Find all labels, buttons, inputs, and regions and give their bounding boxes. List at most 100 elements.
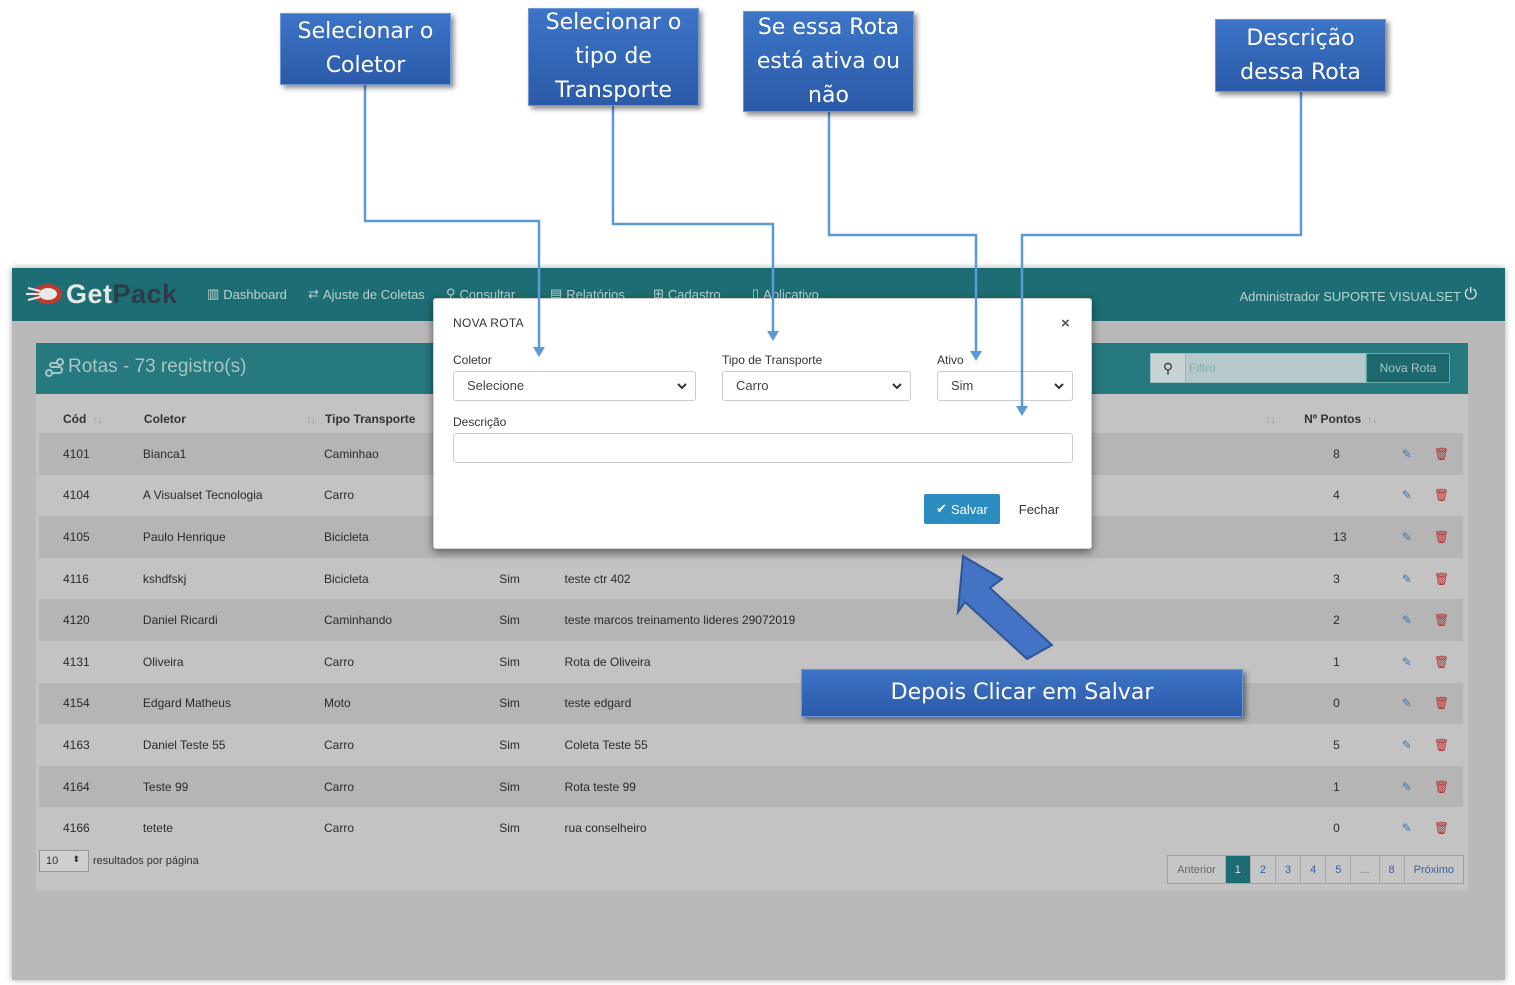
rocket-icon — [26, 284, 62, 304]
nav-cadastro-label: Cadastro — [667, 286, 721, 302]
row-actions: ✎🗑 — [1395, 682, 1463, 725]
save-button-label: Salvar — [951, 501, 988, 517]
trash-icon[interactable]: 🗑 — [1433, 779, 1450, 794]
modal-title: NOVA ROTA — [453, 316, 524, 330]
callout-descricao: Descrição dessa Rota — [1215, 19, 1386, 92]
nav-aplicativo[interactable]: ▯Aplicativo — [752, 286, 819, 302]
edit-icon[interactable]: ✎ — [1401, 571, 1412, 586]
cell-coletor: tetete — [142, 807, 324, 849]
save-button[interactable]: ✔Salvar — [924, 494, 1000, 524]
row-actions: ✎🗑 — [1395, 807, 1463, 849]
cell-ativo: Sim — [499, 807, 565, 849]
row-actions: ✎🗑 — [1395, 557, 1463, 600]
edit-icon[interactable]: ✎ — [1401, 488, 1412, 503]
pagination-prev[interactable]: Anterior — [1168, 856, 1226, 883]
pagination-page[interactable]: 5 — [1326, 856, 1352, 883]
pagination-page[interactable]: 4 — [1301, 856, 1327, 883]
trash-icon[interactable]: 🗑 — [1433, 571, 1450, 586]
row-actions: ✎🗑 — [1395, 724, 1463, 766]
trash-icon[interactable]: 🗑 — [1433, 446, 1450, 461]
cell-descricao: teste marcos treinamento lideres 2907201… — [564, 599, 1304, 641]
col-coletor[interactable]: Coletor↑↓ — [143, 405, 324, 433]
cell-cod: 4116 — [39, 557, 143, 600]
filter-search-button[interactable]: ⚲ — [1151, 354, 1186, 382]
cell-cod: 4101 — [39, 433, 143, 475]
cell-pontos: 3 — [1303, 557, 1396, 600]
report-icon: ▤ — [550, 286, 563, 301]
trash-icon[interactable]: 🗑 — [1433, 737, 1450, 752]
cell-pontos: 4 — [1303, 474, 1396, 517]
sort-icon: ↑↓ — [1367, 415, 1378, 426]
pagination-page[interactable]: 3 — [1275, 856, 1302, 883]
edit-icon[interactable]: ✎ — [1401, 446, 1412, 461]
filter-box: ⚲ Filtro — [1150, 353, 1366, 383]
updown-icon: ⬍ — [72, 854, 80, 864]
edit-icon[interactable]: ✎ — [1401, 529, 1412, 544]
power-icon[interactable]: ⏻ — [1464, 286, 1477, 303]
edit-icon[interactable]: ✎ — [1401, 737, 1412, 752]
page-size-select[interactable]: 10⬍ — [39, 850, 89, 872]
edit-icon[interactable]: ✎ — [1401, 696, 1412, 711]
nav-dashboard[interactable]: ▥Dashboard — [207, 286, 287, 302]
pagination-ellipsis: ... — [1351, 856, 1380, 883]
trash-icon[interactable]: 🗑 — [1433, 821, 1450, 836]
main-panel: Rotas - 73 registro(s) ⚲ Filtro Nova Rot… — [36, 343, 1468, 890]
nova-rota-button[interactable]: Nova Rota — [1366, 353, 1450, 383]
nav-consultar[interactable]: ⚲Consultar — [446, 286, 515, 302]
coletor-select[interactable]: Selecione — [453, 371, 696, 401]
close-icon[interactable]: × — [1061, 315, 1070, 332]
col-descricao[interactable]: ↑↓ — [565, 405, 1304, 433]
cell-pontos: 1 — [1303, 640, 1396, 683]
nav-cadastro[interactable]: ⊞Cadastro — [653, 286, 721, 302]
cell-coletor: Edgard Matheus — [142, 682, 324, 725]
trash-icon[interactable]: 🗑 — [1433, 613, 1450, 628]
cell-cod: 4104 — [39, 474, 143, 517]
descricao-input[interactable] — [453, 433, 1073, 463]
descricao-label: Descrição — [453, 415, 507, 429]
pagination-page[interactable]: 8 — [1379, 856, 1405, 883]
col-cod[interactable]: Cód↑↓ — [39, 405, 143, 433]
trash-icon[interactable]: 🗑 — [1433, 696, 1450, 711]
row-actions: ✎🗑 — [1395, 765, 1463, 808]
nova-rota-modal: NOVA ROTA × Coletor Selecione Tipo de Tr… — [433, 298, 1092, 549]
trash-icon[interactable]: 🗑 — [1433, 488, 1450, 503]
cell-ativo: Sim — [499, 557, 565, 600]
col-tipo[interactable]: Tipo Transporte — [324, 405, 499, 433]
ativo-select[interactable]: Sim — [937, 371, 1073, 401]
pagination-next[interactable]: Próximo — [1404, 856, 1463, 883]
cell-descricao: Rota teste 99 — [564, 765, 1304, 808]
tipo-transporte-select[interactable]: Carro — [722, 371, 911, 401]
pagination-page[interactable]: 2 — [1250, 856, 1276, 883]
trash-icon[interactable]: 🗑 — [1433, 654, 1450, 669]
cell-coletor: Daniel Ricardi — [142, 599, 324, 641]
edit-icon[interactable]: ✎ — [1401, 654, 1412, 669]
filter-input[interactable]: Filtro — [1189, 361, 1216, 375]
user-name[interactable]: Administrador SUPORTE VISUALSET — [1239, 289, 1461, 304]
nav-relatorios[interactable]: ▤Relatórios — [550, 286, 625, 302]
chevron-down-icon — [677, 383, 687, 390]
edit-icon[interactable]: ✎ — [1401, 821, 1412, 836]
cell-tipo: Carro — [324, 765, 500, 808]
cell-coletor: kshdfskj — [142, 557, 324, 600]
edit-icon[interactable]: ✎ — [1401, 779, 1412, 794]
row-actions: ✎🗑 — [1395, 516, 1463, 558]
mobile-icon: ▯ — [752, 286, 760, 301]
cell-cod: 4163 — [39, 724, 143, 766]
fechar-button[interactable]: Fechar — [1018, 501, 1060, 517]
sort-icon: ↑↓ — [1265, 415, 1276, 426]
pagination-page[interactable]: 1 — [1225, 856, 1251, 883]
edit-icon[interactable]: ✎ — [1401, 613, 1412, 628]
trash-icon[interactable]: 🗑 — [1433, 529, 1450, 544]
cell-coletor: Bianca1 — [142, 433, 324, 475]
col-pontos[interactable]: Nº Pontos↑↓ — [1303, 405, 1396, 433]
sort-icon: ↑↓ — [305, 415, 316, 426]
nav-ajuste-coletas[interactable]: ⇄Ajuste de Coletas — [308, 286, 425, 302]
